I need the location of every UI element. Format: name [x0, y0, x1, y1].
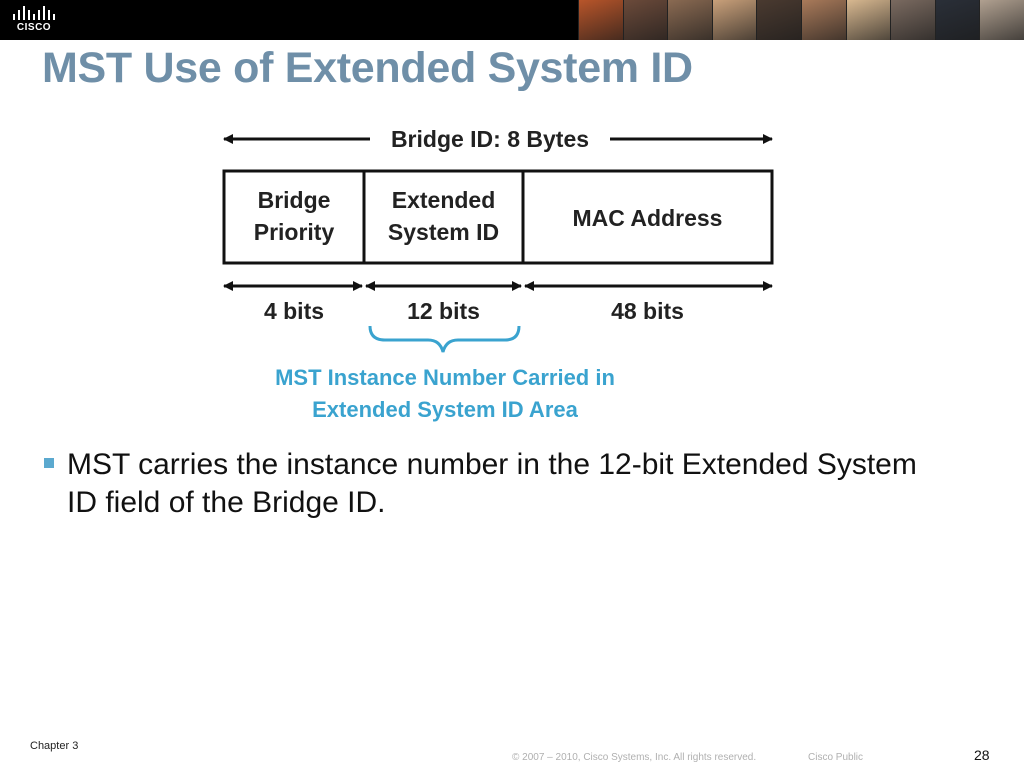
- field-bridge-priority-line2: Priority: [253, 219, 335, 245]
- field-bridge-priority-line1: Bridge: [257, 187, 331, 213]
- bridge-id-diagram-graphic: [222, 134, 774, 353]
- banner-photo: [845, 0, 891, 40]
- banner-photo: [979, 0, 1024, 40]
- priority-bits-label: 4 bits: [263, 298, 325, 324]
- mst-instance-note: MST Instance Number Carried in Extended …: [240, 362, 650, 426]
- square-bullet-icon: [44, 458, 54, 468]
- extended-id-brace: [368, 325, 521, 353]
- banner-photo: [578, 0, 623, 40]
- field-mac-address: MAC Address: [523, 202, 772, 234]
- field-bridge-priority: Bridge Priority: [224, 184, 364, 248]
- bridge-id-box: [222, 169, 774, 265]
- cisco-wordmark: CISCO: [16, 22, 52, 33]
- footer-chapter: Chapter 3: [30, 740, 79, 752]
- slide-title: MST Use of Extended System ID: [42, 44, 693, 92]
- mst-instance-note-line1: MST Instance Number Carried in: [275, 365, 615, 390]
- top-banner: CISCO: [0, 0, 1024, 40]
- banner-photo-strip: [578, 0, 1024, 40]
- field-extended-system-id-line1: Extended: [391, 187, 496, 213]
- banner-photo: [756, 0, 801, 40]
- extended-bits-label: 12 bits: [407, 298, 480, 324]
- field-extended-system-id: Extended System ID: [364, 184, 523, 248]
- bullet-list: MST carries the instance number in the 1…: [44, 446, 944, 522]
- banner-photo: [890, 0, 935, 40]
- page-number: 28: [974, 747, 990, 763]
- bridge-id-size-label: Bridge ID: 8 Bytes: [370, 126, 610, 153]
- bullet-item: MST carries the instance number in the 1…: [44, 446, 944, 522]
- banner-photo: [800, 0, 846, 40]
- field-mac-address-line1: MAC Address: [572, 205, 723, 231]
- cisco-logo: CISCO: [10, 5, 58, 35]
- footer-copyright: © 2007 – 2010, Cisco Systems, Inc. All r…: [512, 752, 757, 763]
- bullet-text: MST carries the instance number in the 1…: [67, 448, 917, 519]
- banner-photo: [934, 0, 980, 40]
- field-extended-system-id-line2: System ID: [387, 219, 500, 245]
- banner-photo: [667, 0, 712, 40]
- bridge-id-diagram: Bridge ID: 8 Bytes Bridge Priority Exten…: [210, 118, 790, 428]
- banner-photo: [622, 0, 668, 40]
- mst-instance-note-line2: Extended System ID Area: [312, 397, 578, 422]
- cisco-bars-icon: [13, 6, 55, 20]
- footer-classification: Cisco Public: [808, 752, 864, 763]
- mac-bits-label: 48 bits: [611, 298, 684, 324]
- banner-photo: [711, 0, 757, 40]
